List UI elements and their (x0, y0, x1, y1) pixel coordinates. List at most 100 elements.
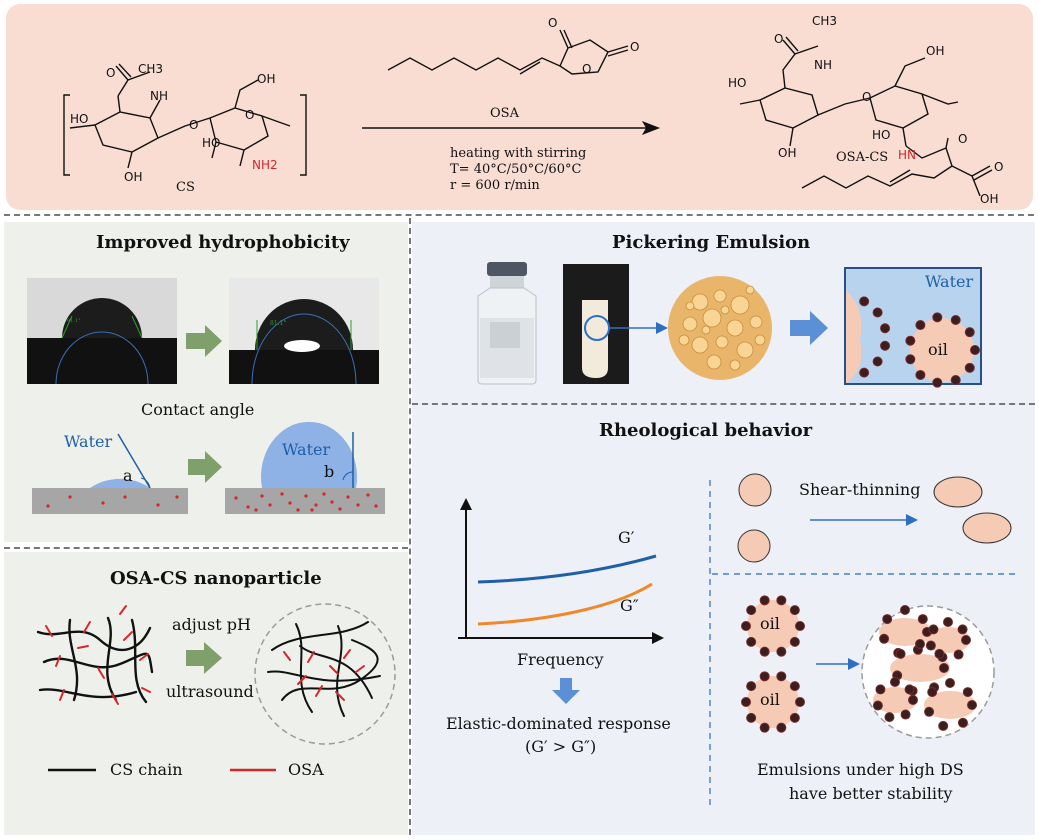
condition-1: heating with stirring (450, 146, 587, 161)
nh2-label: NH2 (252, 158, 278, 172)
product-ho-label: HO (728, 76, 747, 90)
pickering-water-label: Water (925, 272, 974, 291)
nanoparticle-dot (938, 720, 949, 731)
product-oh-label-2: OH (926, 44, 945, 58)
nanoparticle-dot (759, 646, 770, 657)
nanoparticle-dot (904, 684, 915, 695)
nanoparticle-dot (741, 621, 751, 631)
nanoparticle-dot (746, 605, 757, 616)
nanoparticle-dot (890, 677, 900, 687)
left-divider (4, 547, 408, 549)
product-ch3-label: CH3 (812, 14, 838, 28)
nanoparticle-dot (953, 649, 964, 660)
product-acid-o-label: O (994, 160, 1004, 174)
nanoparticle-dot (925, 640, 936, 651)
nanoparticle-dot (927, 687, 938, 698)
angle-b-label: b (324, 462, 335, 481)
osa-label: OSA (490, 106, 519, 121)
stability-line1: Emulsions under high DS (757, 760, 964, 779)
nanoparticle-dot (932, 377, 943, 388)
nanoparticle-dot (924, 706, 935, 717)
nanoparticle-dot (776, 646, 787, 657)
frequency-label: Frequency (517, 650, 604, 669)
nanoparticle-title: OSA-CS nanoparticle (110, 568, 322, 589)
angle-reading-1: 81.1° (67, 318, 81, 324)
g-prime-label: G′ (618, 528, 635, 547)
nanoparticle-dot (939, 663, 949, 673)
nanoparticle-dot (759, 671, 770, 682)
nanoparticle-dot (908, 695, 918, 705)
rheology-title: Rheological behavior (599, 420, 813, 441)
nanoparticle-dot (759, 722, 770, 733)
droplet-schematic (32, 421, 385, 514)
nanoparticle-dot (789, 636, 800, 647)
adjust-ph-label: adjust pH (172, 615, 251, 634)
condition-3: r = 600 r/min (450, 178, 540, 193)
cs-structure (63, 29, 993, 197)
nanoparticle-dot (859, 367, 870, 378)
nanoparticle-dot (776, 595, 787, 606)
product-ho-label-2: HO (872, 128, 891, 142)
nanoparticle-dot (746, 712, 757, 723)
nanoparticle-dot (895, 648, 906, 659)
nanoparticle-dot (964, 362, 975, 373)
nanoparticle-dot (917, 614, 928, 625)
response-line1: Elastic-dominated response (446, 714, 671, 733)
contact-angle-photos (27, 278, 379, 385)
nh-label: NH (150, 89, 168, 103)
nanoparticle-dot (795, 621, 805, 631)
nanoparticle-dot (776, 671, 787, 682)
nanoparticle-dot (950, 314, 961, 325)
hydrophobicity-title: Improved hydrophobicity (96, 232, 350, 253)
osa-o2-label: O (630, 40, 640, 54)
nanoparticle-dot (957, 624, 968, 635)
nanoparticle-dot (967, 700, 977, 710)
nanoparticle-dot (964, 327, 975, 338)
nanoparticle-dot (943, 617, 953, 627)
nanoparticle-dot (741, 697, 751, 707)
nanoparticle-dot (789, 605, 800, 616)
nanoparticle-dot (962, 687, 973, 698)
carbonyl-o-label: O (106, 66, 116, 80)
pickering-oil-label: oil (928, 340, 948, 359)
nanoparticle-dot (872, 700, 883, 711)
nanoparticle-dot (746, 681, 757, 692)
product-glyco-o: O (862, 90, 872, 104)
right-divider (412, 403, 1035, 405)
acetyl-ch3-label: CH3 (138, 62, 164, 76)
water-label-b: Water (282, 440, 331, 459)
nanoparticle-dot (957, 717, 968, 728)
nanoparticle-dot (905, 354, 916, 365)
nanoparticle-dot (970, 345, 980, 355)
ultrasound-label: ultrasound (166, 682, 254, 701)
water-label-a: Water (64, 432, 113, 451)
oil-label-1: oil (760, 614, 780, 633)
nanoparticle-dot (928, 624, 939, 635)
nanoparticle-dot (880, 340, 891, 351)
nanoparticle-dot (961, 635, 971, 645)
osa-o1-label: O (548, 16, 558, 30)
nanoparticle-dot (905, 335, 916, 346)
oh-label-2: OH (257, 72, 276, 86)
nanoparticle-dot (934, 648, 945, 659)
legend-cs-chain: CS chain (110, 760, 183, 779)
nanoparticle-dot (789, 712, 800, 723)
osa-cs-label: OSA-CS (836, 150, 889, 165)
chain-network (36, 603, 396, 772)
product-co-label: O (774, 32, 784, 46)
nanoparticle-dot (915, 320, 926, 331)
pickering-particles (859, 296, 980, 388)
nanoparticle-dot (759, 595, 770, 606)
nanoparticle-dot (945, 678, 955, 688)
product-oh-label-1: OH (778, 146, 797, 160)
glycosidic-o-label: O (189, 118, 199, 132)
nanoparticle-dot (776, 722, 787, 733)
oh-label-1: OH (124, 170, 143, 184)
top-divider (4, 214, 1034, 216)
nanoparticle-dot (789, 681, 800, 692)
angle-a-label: a (123, 466, 133, 485)
g-double-prime-line (477, 582, 653, 626)
oil-label-2: oil (760, 690, 780, 709)
